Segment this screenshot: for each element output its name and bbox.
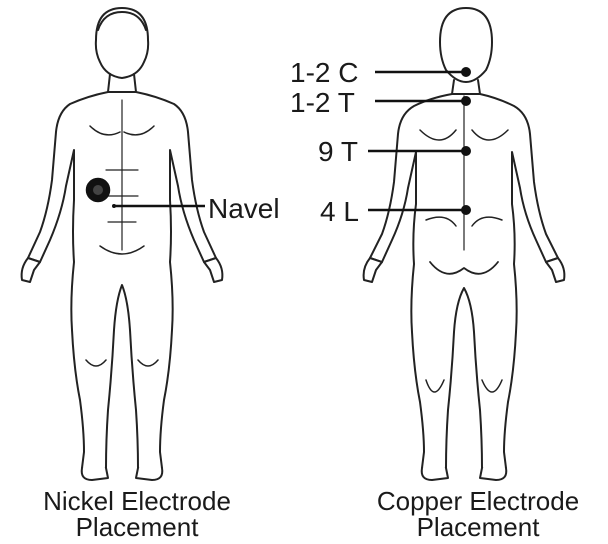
navel-label: Navel — [208, 195, 280, 223]
copper-caption: Copper Electrode Placement — [358, 488, 598, 540]
upper-t-spine-label: 1-2 T — [290, 89, 355, 117]
c-spine-dot — [461, 67, 471, 77]
nickel-caption-line2: Placement — [22, 514, 252, 540]
back-body-figure — [364, 8, 565, 480]
copper-caption-line2: Placement — [358, 514, 598, 540]
copper-caption-line1: Copper Electrode — [358, 488, 598, 514]
c-spine-label: 1-2 C — [290, 59, 358, 87]
lumbar-spine-dot — [461, 205, 471, 215]
front-body-figure — [22, 8, 223, 480]
nickel-caption: Nickel Electrode Placement — [22, 488, 252, 540]
mid-t-spine-label: 9 T — [318, 138, 358, 166]
lumbar-spine-label: 4 L — [320, 198, 359, 226]
upper-t-spine-dot — [461, 96, 471, 106]
mid-t-spine-dot — [461, 146, 471, 156]
navel-point — [112, 204, 116, 208]
navel-electrode-dot — [87, 179, 109, 201]
nickel-caption-line1: Nickel Electrode — [22, 488, 252, 514]
